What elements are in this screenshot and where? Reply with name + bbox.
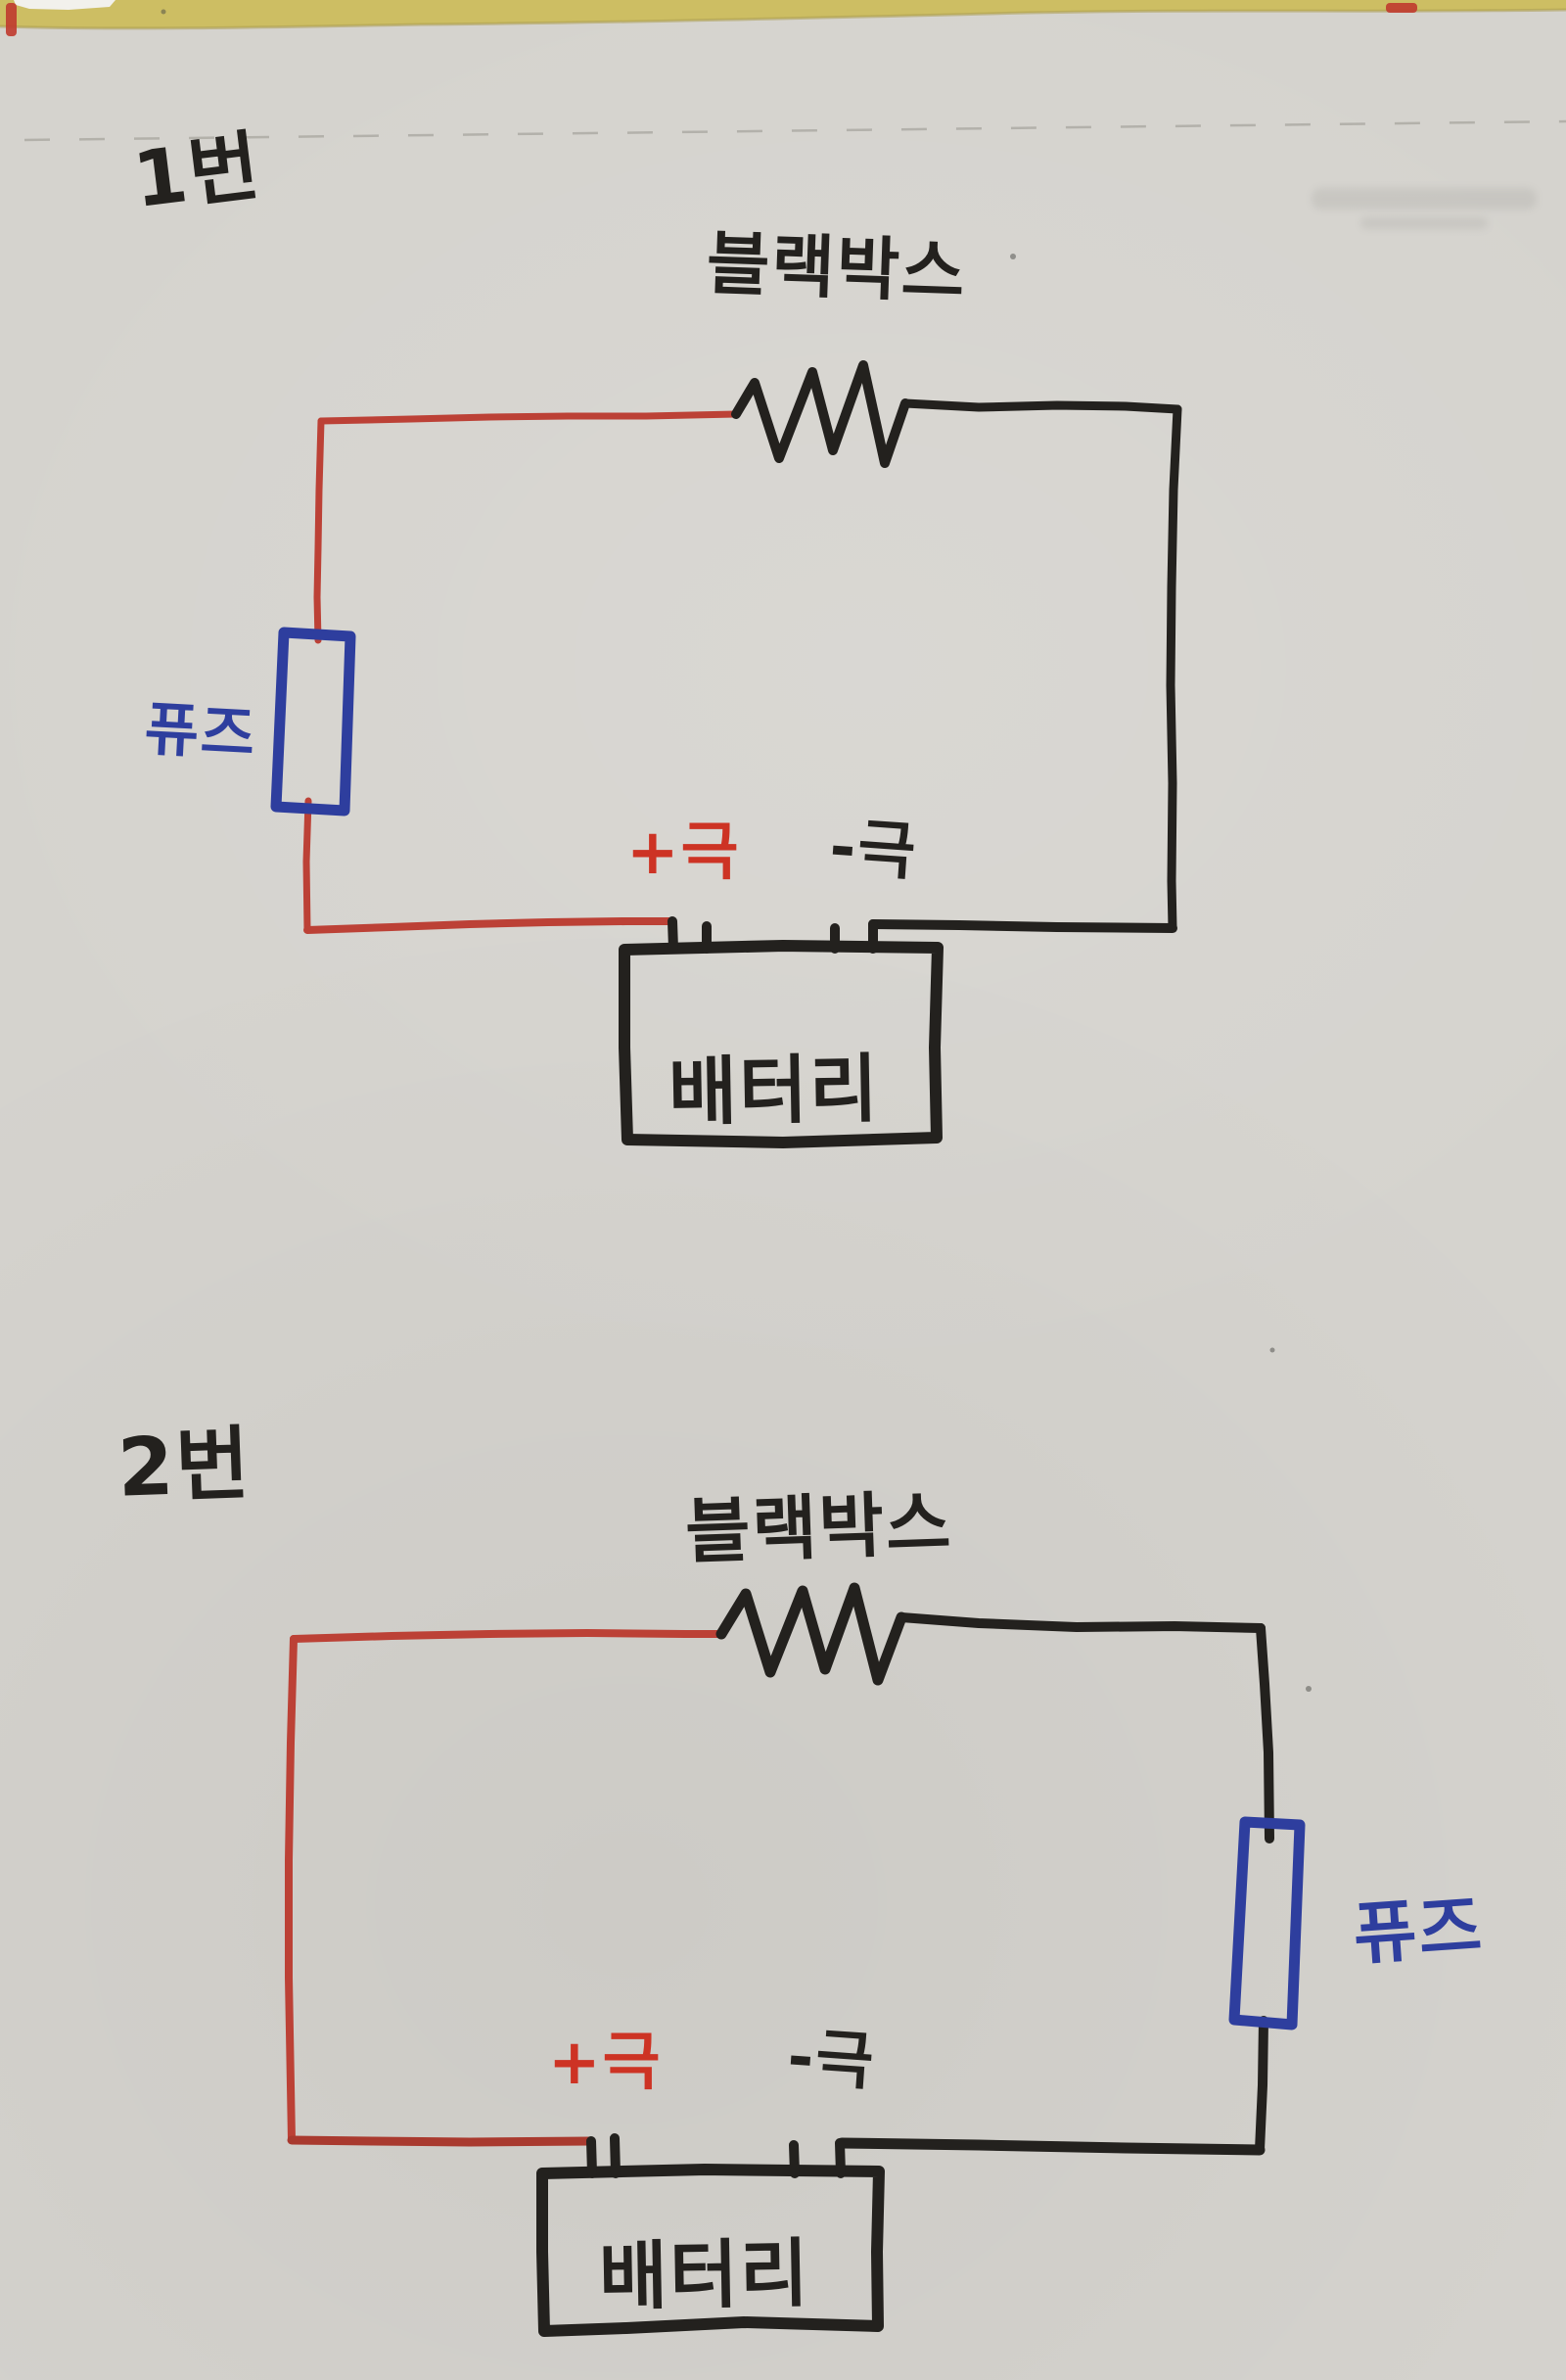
- circuit2-plus-label: +극: [548, 2027, 663, 2099]
- circuit1-wire-red-bottom: [303, 917, 675, 934]
- circuit2-wire-black-bottom: [836, 2137, 1266, 2156]
- circuit2-battery-label: 배터리: [598, 2229, 810, 2320]
- circuit1-wire-black-bottom: [868, 919, 1177, 933]
- corner-mark-right-icon: [1386, 3, 1417, 13]
- circuit2-wire-red-top: [290, 1629, 725, 1643]
- circuit-1: 1번 블랙박스 퓨즈 +극 -극 배터리: [129, 122, 1182, 1148]
- circuit1-minus-label: -극: [827, 811, 919, 889]
- circuit1-number-label: 1번: [129, 122, 266, 225]
- circuit2-wire-red-bottom: [287, 2135, 595, 2147]
- torn-paper-edge: [14, 0, 115, 10]
- circuit2-resistor-symbol: [715, 1582, 907, 1686]
- circuit1-wire-red-fusebottom: [302, 797, 312, 934]
- circuit2-battery-terminal-minus: [789, 2138, 846, 2178]
- paper-specks: [161, 9, 1312, 1692]
- circuit2-wire-black-fusebottom: [1255, 2016, 1268, 2155]
- circuit1-wire-black-right: [1166, 404, 1182, 933]
- circuit1-battery-terminal-plus: [668, 916, 712, 954]
- circuit1-fuse-label: 퓨즈: [143, 695, 258, 770]
- circuit2-wire-black-right: [1256, 1623, 1274, 1843]
- circuit2-wire-black-top: [897, 1612, 1266, 1633]
- circuit2-number-label: 2번: [116, 1418, 253, 1516]
- circuit2-fuse-symbol: [1228, 1816, 1306, 2030]
- ink-smudge: [1312, 188, 1537, 229]
- binding-strip: [0, 0, 1566, 30]
- circuit1-wire-black-top: [900, 398, 1182, 414]
- perforation-line: [23, 119, 1566, 142]
- circuit2-blackbox-label: 블랙박스: [684, 1481, 954, 1572]
- circuit2-minus-label: -극: [785, 2021, 877, 2099]
- circuit2-battery-terminal-plus: [586, 2133, 621, 2178]
- circuit1-fuse-symbol: [270, 627, 356, 817]
- corner-mark-left-icon: [6, 3, 17, 36]
- circuit2-fuse-label: 퓨즈: [1351, 1886, 1486, 1975]
- circuit1-wire-red-left: [313, 417, 325, 644]
- circuit1-wire-red-top: [317, 410, 740, 425]
- circuit-2: 2번 블랙박스 퓨즈 +극 -극 배터리: [116, 1418, 1486, 2337]
- circuit1-battery-terminal-minus: [830, 919, 878, 954]
- circuit1-battery-label: 배터리: [668, 1045, 880, 1136]
- circuit1-plus-label: +극: [626, 817, 741, 889]
- circuit1-blackbox-label: 블랙박스: [706, 223, 968, 312]
- circuit1-resistor-symbol: [731, 360, 910, 468]
- circuit2-wire-red-left: [285, 1635, 298, 2144]
